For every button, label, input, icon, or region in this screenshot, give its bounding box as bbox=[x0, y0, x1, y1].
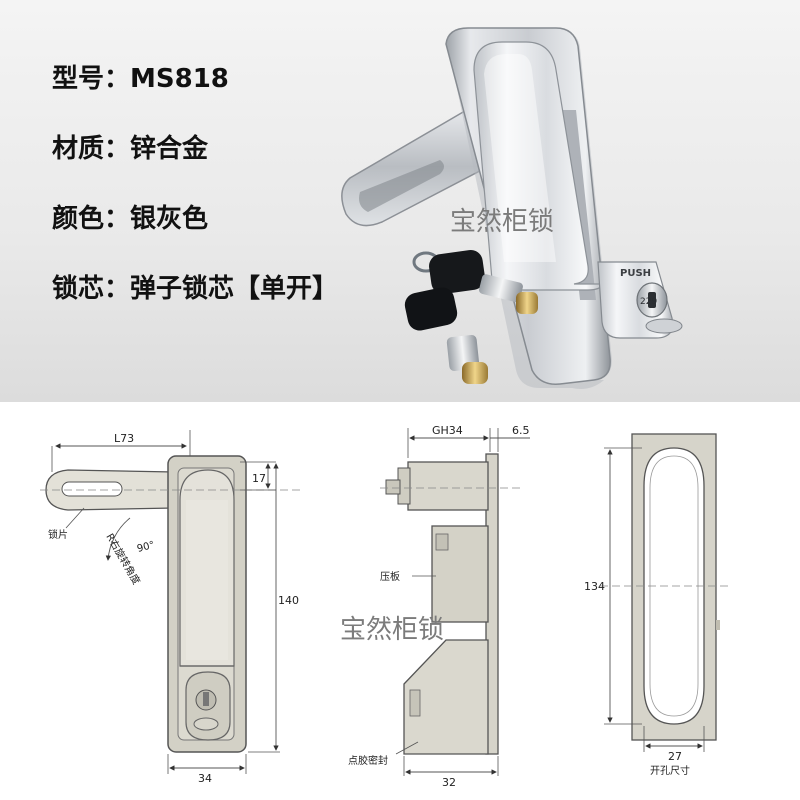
key-set bbox=[404, 249, 538, 384]
drawing-svg: L73 17 140 34 锁片 90° bbox=[40, 424, 730, 789]
spec-color: 颜色：银灰色 bbox=[52, 198, 208, 235]
spec-material-label: 材质： bbox=[52, 134, 131, 164]
label-rotation: R右旋转角度 bbox=[103, 531, 143, 587]
label-rotation-angle: 90° bbox=[136, 540, 156, 555]
dim-cutout-height: 134 bbox=[584, 580, 605, 593]
dim-front-bottom-width: 34 bbox=[198, 772, 212, 785]
product-photo: 型号：MS818 材质：锌合金 颜色：银灰色 锁芯：弹子锁芯【单开】 bbox=[0, 0, 800, 402]
cutout-view: 134 27 开孔尺寸 bbox=[584, 433, 730, 777]
label-plate: 压板 bbox=[380, 570, 400, 583]
key-number: 229 bbox=[640, 297, 657, 307]
handle-lever bbox=[473, 41, 606, 291]
side-view: GH34 6.5 压板 点胶密封 32 bbox=[348, 424, 530, 789]
watermark-bottom: 宝然柜锁 bbox=[340, 615, 444, 645]
watermark-top: 宝然柜锁 bbox=[450, 207, 554, 237]
spec-lock-core-value: 弹子锁芯【单开】 bbox=[130, 274, 339, 304]
dim-thickness: 6.5 bbox=[512, 424, 530, 437]
lock-cylinder: PUSH 229 bbox=[597, 261, 683, 339]
label-seal: 点胶密封 bbox=[348, 754, 388, 767]
dim-depth: GH34 bbox=[432, 424, 463, 437]
label-lock-tongue: 锁片 bbox=[48, 528, 68, 541]
dim-top-offset: 17 bbox=[252, 472, 266, 485]
dim-side-bottom-width: 32 bbox=[442, 776, 456, 789]
spec-material-value: 锌合金 bbox=[130, 134, 209, 164]
spec-model: 型号：MS818 bbox=[52, 58, 229, 95]
spec-model-label: 型号： bbox=[52, 64, 131, 94]
product-illustration: PUSH 229 宝然柜锁 bbox=[341, 27, 683, 389]
spec-color-value: 银灰色 bbox=[130, 204, 209, 234]
spec-lock-core: 锁芯：弹子锁芯【单开】 bbox=[52, 268, 338, 305]
spec-model-value: MS818 bbox=[130, 64, 229, 94]
dim-cutout-width: 27 bbox=[668, 750, 682, 763]
front-view: L73 17 140 34 锁片 90° bbox=[40, 430, 300, 785]
dim-width-L: L73 bbox=[114, 432, 134, 445]
spec-color-label: 颜色： bbox=[52, 204, 131, 234]
label-cutout: 开孔尺寸 bbox=[650, 764, 690, 777]
spec-material: 材质：锌合金 bbox=[52, 128, 208, 165]
dim-height: 140 bbox=[278, 594, 299, 607]
spec-lock-core-label: 锁芯： bbox=[52, 274, 131, 304]
technical-drawing: L73 17 140 34 锁片 90° bbox=[0, 402, 800, 800]
handle-stamp: PUSH bbox=[620, 268, 651, 279]
